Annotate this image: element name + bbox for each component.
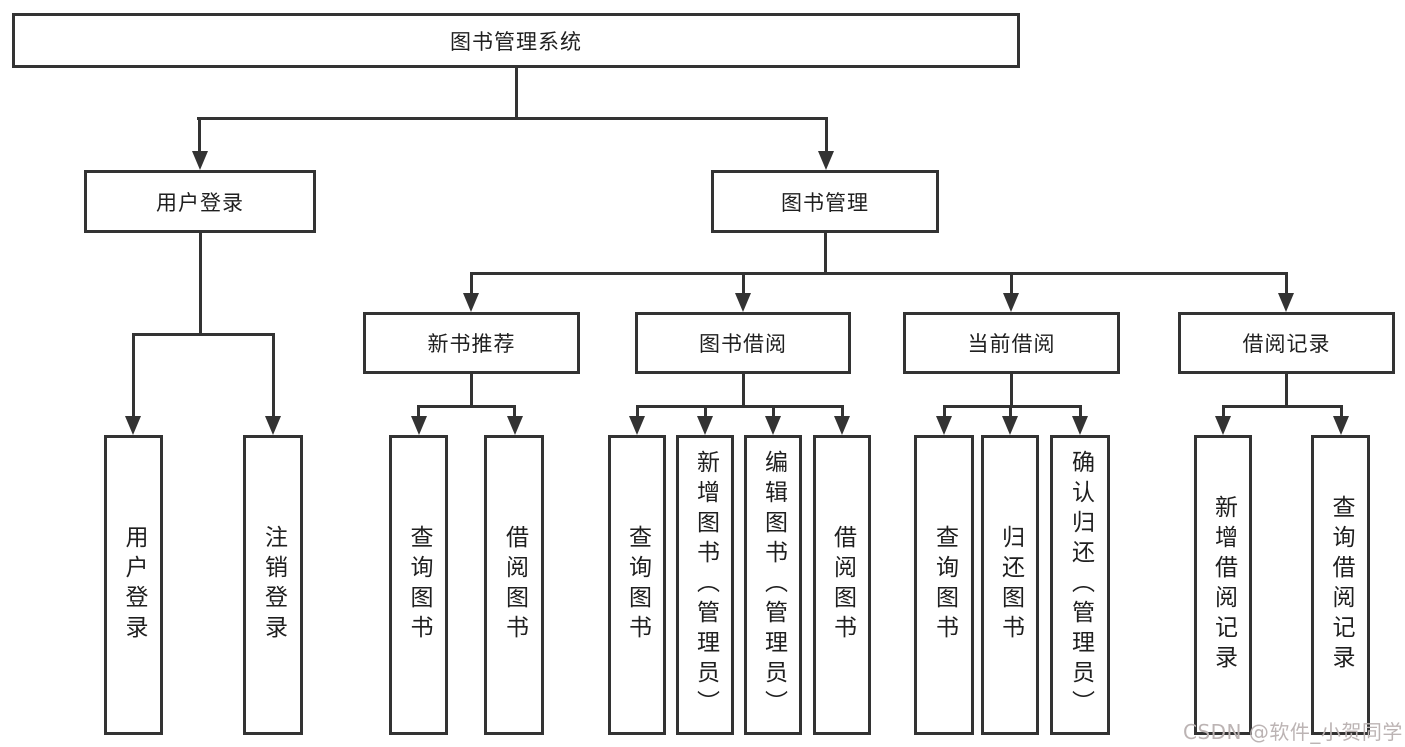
leaf-newbook-borrow-books-label: 借阅图书 [501,525,528,645]
connector-drop-current-borrowing [1009,271,1013,295]
connector-drop-leaf-logout [271,333,275,417]
leaf-borrow-edit-books-admin-label: 编辑图书（管理员） [760,450,787,720]
connector-user-login-rail [131,333,275,336]
connector-drop-current-confirm [1078,405,1082,418]
connector-book-management-rail [469,271,1288,275]
arrowhead-leaf-user-login [125,416,141,435]
node-current-borrowing-label: 当前借阅 [967,332,1056,356]
leaf-current-query-books: 查询图书 [914,435,974,735]
connector-records-rail [1221,405,1343,408]
node-book-management: 图书管理 [711,170,939,233]
node-root-label: 图书管理系统 [450,29,582,54]
leaf-current-query-books-label: 查询图书 [931,525,958,645]
arrowhead-borrow-query [629,416,645,435]
connector-book-management-stem [823,233,827,274]
arrowhead-current-query [936,416,952,435]
connector-root-stem [514,68,518,120]
leaf-user-login: 用户登录 [104,435,163,735]
connector-drop-records-query [1339,405,1343,418]
arrowhead-records-query [1333,416,1349,435]
arrowhead-current-return [1002,416,1018,435]
node-book-borrowing-label: 图书借阅 [699,332,787,356]
leaf-current-return-books: 归还图书 [981,435,1039,735]
leaf-records-query-record-label: 查询借阅记录 [1328,495,1354,675]
connector-new-book-rail [417,405,516,408]
arrowhead-current-borrowing [1003,293,1019,312]
csdn-watermark: CSDN @软件_小贺同学 [1183,720,1403,744]
connector-drop-borrow-add [703,405,707,418]
connector-drop-leaf-user-login [131,333,135,417]
arrowhead-borrow-edit [765,416,781,435]
connector-drop-borrowing-records [1284,271,1288,295]
leaf-newbook-query-books: 查询图书 [389,435,448,735]
node-book-management-label: 图书管理 [781,190,869,215]
leaf-borrow-borrow-books: 借阅图书 [813,435,871,735]
connector-drop-borrow-edit [771,405,775,418]
arrowhead-leaf-logout [265,416,281,435]
leaf-borrow-add-books-admin: 新增图书（管理员） [676,435,734,735]
arrowhead-borrow-add [697,416,713,435]
leaf-logout-label: 注销登录 [260,525,287,645]
node-borrowing-records-label: 借阅记录 [1242,332,1331,356]
leaf-borrow-add-books-admin-label: 新增图书（管理员） [692,450,719,720]
node-borrowing-records: 借阅记录 [1178,312,1395,374]
connector-user-login-stem [198,233,202,336]
connector-book-borrowing-stem [741,374,745,408]
connector-new-book-stem [469,374,473,408]
arrowhead-borrowing-records [1278,293,1294,312]
connector-drop-borrow-borrow [840,405,844,418]
connector-current-stem [1009,374,1013,408]
node-user-login: 用户登录 [84,170,316,233]
connector-drop-book-management [824,117,828,153]
leaf-current-confirm-return-admin-label: 确认归还（管理员） [1067,450,1094,720]
arrowhead-current-confirm [1072,416,1088,435]
leaf-records-add-record: 新增借阅记录 [1194,435,1252,735]
leaf-borrow-borrow-books-label: 借阅图书 [829,525,856,645]
leaf-current-return-books-label: 归还图书 [997,525,1024,645]
connector-drop-current-query [942,405,946,418]
connector-drop-user-login [198,117,201,153]
arrowhead-user-login [191,151,208,170]
leaf-borrow-query-books-label: 查询图书 [624,525,651,645]
node-book-borrowing: 图书借阅 [635,312,851,374]
leaf-records-query-record: 查询借阅记录 [1311,435,1370,735]
arrowhead-newbook-query [410,416,427,435]
arrowhead-records-add [1215,416,1231,435]
leaf-records-add-record-label: 新增借阅记录 [1210,495,1237,675]
connector-root-rail [197,117,828,120]
arrowhead-borrow-borrow [834,416,850,435]
arrowhead-book-borrowing [735,293,751,312]
arrowhead-newbook-borrow [506,416,523,435]
connector-records-stem [1284,374,1288,408]
leaf-borrow-edit-books-admin: 编辑图书（管理员） [744,435,802,735]
node-new-book-recommendation-label: 新书推荐 [427,332,516,356]
leaf-borrow-query-books: 查询图书 [608,435,666,735]
leaf-user-login-label: 用户登录 [121,525,147,645]
leaf-newbook-query-books-label: 查询图书 [406,525,432,645]
node-current-borrowing: 当前借阅 [903,312,1120,374]
connector-book-borrowing-rail [635,405,844,408]
connector-drop-book-borrowing [741,271,745,295]
node-root: 图书管理系统 [12,13,1020,68]
leaf-current-confirm-return-admin: 确认归还（管理员） [1050,435,1110,735]
arrowhead-book-management [818,151,834,170]
connector-current-rail [942,405,1082,408]
connector-drop-current-return [1008,405,1012,418]
connector-drop-borrow-query [635,405,639,418]
connector-drop-newbook-query [417,405,420,418]
node-new-book-recommendation: 新书推荐 [363,312,580,374]
connector-drop-records-add [1221,405,1225,418]
node-user-login-label: 用户登录 [156,190,244,215]
leaf-newbook-borrow-books: 借阅图书 [484,435,544,735]
connector-drop-newbook-borrow [513,405,516,418]
leaf-logout: 注销登录 [243,435,303,735]
arrowhead-new-book [463,293,479,312]
connector-drop-new-book [469,271,473,295]
